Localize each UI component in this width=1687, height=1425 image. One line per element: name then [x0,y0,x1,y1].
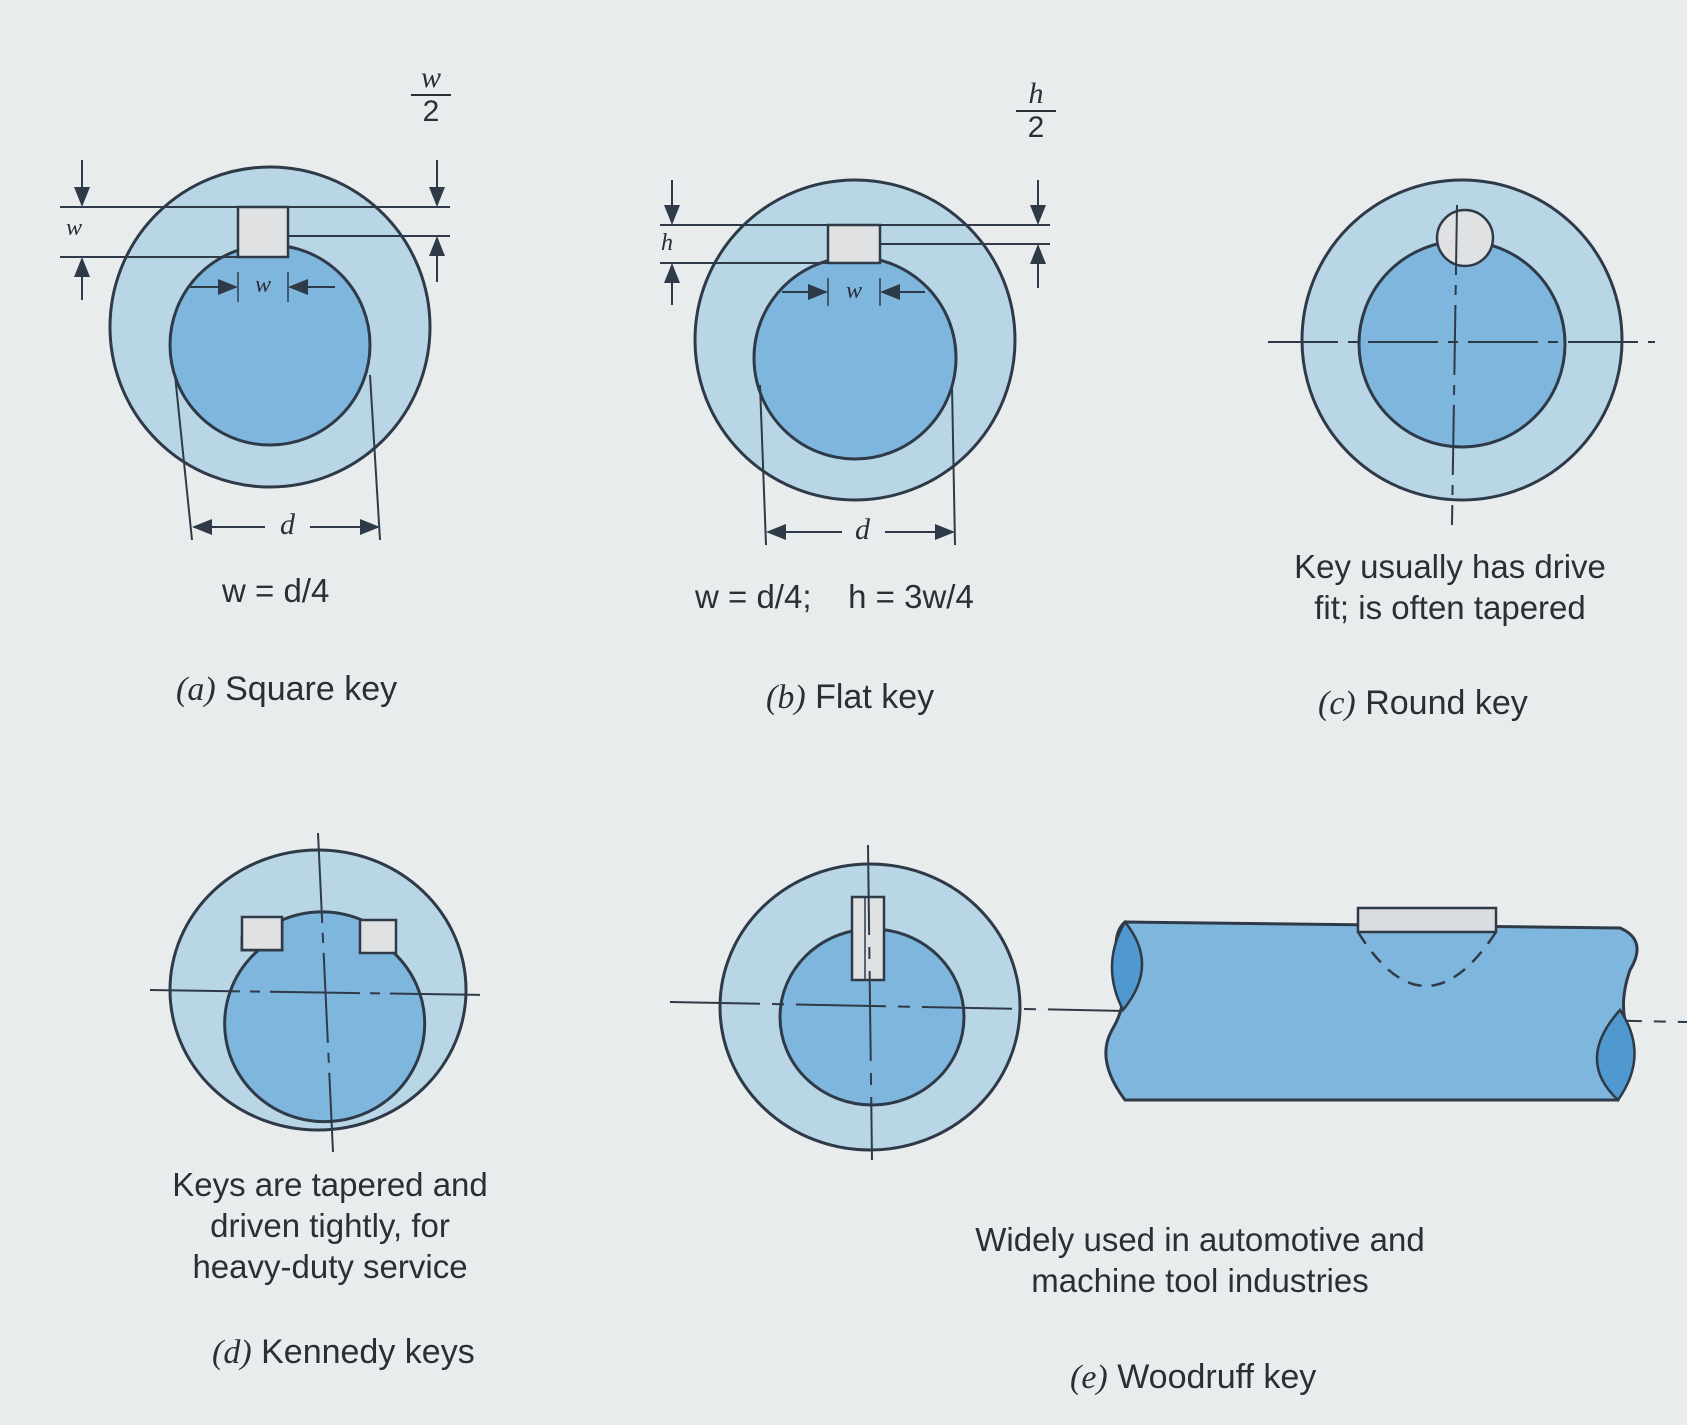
woodruff-key-note: Widely used in automotive and machine to… [930,1219,1470,1301]
woodruff-end-view [669,844,1687,1161]
flat-key-caption-text: Flat key [815,678,935,716]
round-key-caption-letter: (c) [1318,685,1356,722]
square-key-formula: w = d/4 [222,572,330,609]
flat-key-frac-num: h [1016,78,1056,112]
woodruff-caption-letter: (e) [1070,1359,1108,1396]
round-key-shaft [1357,239,1567,449]
square-key-w-side-label: w [66,215,83,241]
flat-key-d-label: d [855,513,870,546]
kennedy-key-left [240,915,284,952]
round-key-caption: (c) Round key [1318,684,1528,723]
flat-key-caption-letter: (b) [766,679,806,716]
flat-key-frac-den: 2 [1027,111,1045,144]
woodruff-shaft-side [1104,920,1639,1102]
kennedy-note-line1: Keys are tapered and [172,1166,488,1203]
kennedy-shaft [223,910,427,1124]
round-key-diagram [1268,178,1655,526]
flat-key-caption: (b) Flat key [766,678,934,717]
kennedy-caption-letter: (d) [212,1334,252,1371]
square-key-d-label: d [280,508,295,541]
round-key [1435,208,1495,268]
flat-key-h-side-label: h [661,230,673,256]
kennedy-note-line3: heavy-duty service [192,1248,468,1285]
flat-key [826,223,882,265]
woodruff-side-view [1104,906,1639,1102]
kennedy-key-right [358,918,398,955]
woodruff-key-top [1356,906,1498,934]
kennedy-note-line2: driven tightly, for [210,1207,450,1244]
woodruff-note-line2: machine tool industries [1031,1262,1369,1299]
round-key-note: Key usually has drive fit; is often tape… [1240,546,1660,628]
flat-key-w-inner-label: w [846,278,863,304]
square-key-w-half-fraction: w 2 [411,62,451,128]
kennedy-keys-diagram [149,832,491,1153]
woodruff-caption-text: Woodruff key [1117,1358,1317,1396]
kennedy-caption-text: Kennedy keys [261,1333,475,1371]
square-key-caption-text: Square key [225,670,398,708]
round-key-note-line2: fit; is often tapered [1314,589,1586,626]
flat-key-h-half-fraction: h 2 [1016,78,1056,144]
square-key-frac-den: 2 [422,95,440,128]
flat-key-diagram [660,178,1050,546]
woodruff-key-hidden [1356,931,1498,988]
square-key-diagram [60,160,450,541]
square-key-frac-num: w [411,62,451,96]
kennedy-keys-caption: (d) Kennedy keys [212,1333,475,1372]
square-key-w-inner-label: w [255,272,272,298]
flat-key-formula: w = d/4; h = 3w/4 [695,578,974,615]
woodruff-key-caption: (e) Woodruff key [1070,1358,1316,1397]
woodruff-note-line1: Widely used in automotive and [975,1221,1425,1258]
kennedy-keys-note: Keys are tapered and driven tightly, for… [150,1164,510,1287]
square-key-caption-letter: (a) [176,671,216,708]
square-key-caption: (a) Square key [176,670,397,709]
square-key [236,205,290,259]
round-key-caption-text: Round key [1365,684,1528,722]
round-key-note-line1: Key usually has drive [1294,548,1606,585]
